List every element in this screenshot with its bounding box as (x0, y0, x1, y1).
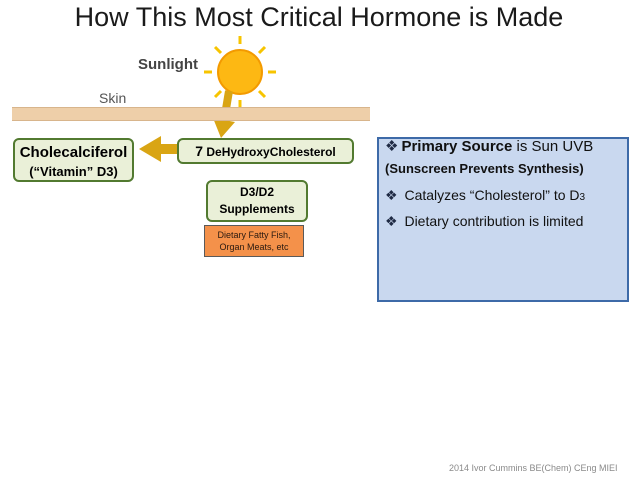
primary-source-value: is Sun UVB (516, 138, 594, 155)
conversion-arrow (139, 136, 177, 162)
supplements-line1: D3/D2 (239, 185, 274, 199)
dietary-sources-box: Dietary Fatty Fish, Organ Meats, etc (204, 225, 304, 257)
dietary-line2: Organ Meats, etc (219, 242, 289, 252)
skin-label: Skin (99, 90, 127, 106)
sunlight-label: Sunlight (138, 56, 198, 73)
cholecalciferol-box: Cholecalciferol (“Vitamin” D3) (13, 138, 134, 182)
dietary-line1: Dietary Fatty Fish, (217, 230, 291, 240)
primary-source-label: Primary Source (401, 138, 513, 155)
primary-source-line: ❖Primary Source is Sun UVB (385, 137, 593, 155)
diamond-bullet-icon: ❖ (385, 138, 399, 155)
dehydro-label: DeHydroxyCholesterol (206, 145, 336, 159)
vitamin-d3-label: (“Vitamin” D3) (29, 164, 118, 179)
skin-layer (12, 107, 370, 121)
supplements-line2: Supplements (219, 202, 295, 216)
footer-credit: 2014 Ivor Cummins BE(Chem) CEng MIEI (449, 463, 618, 473)
supplements-box: D3/D2 Supplements (206, 180, 308, 222)
sun-icon (204, 36, 276, 108)
catalyzes-text: Catalyzes “Cholesterol” to D (404, 187, 580, 203)
dehydro-number: 7 (195, 143, 204, 159)
diamond-bullet-icon: ❖ (385, 213, 398, 229)
dehydroxycholesterol-box: 7 DeHydroxyCholesterol (177, 138, 354, 164)
dietary-text: Dietary contribution is limited (404, 213, 584, 229)
cholecalciferol-label: Cholecalciferol (19, 144, 128, 161)
sunscreen-note: (Sunscreen Prevents Synthesis) (385, 161, 584, 176)
catalyzes-line: ❖ Catalyzes “Cholesterol” to D3 (385, 187, 585, 204)
catalyzes-subscript: 3 (579, 192, 586, 203)
page-title: How This Most Critical Hormone is Made (74, 2, 564, 32)
diamond-bullet-icon: ❖ (385, 187, 398, 203)
dietary-line: ❖ Dietary contribution is limited (385, 213, 583, 230)
info-panel: ❖Primary Source is Sun UVB (Sunscreen Pr… (377, 137, 629, 302)
